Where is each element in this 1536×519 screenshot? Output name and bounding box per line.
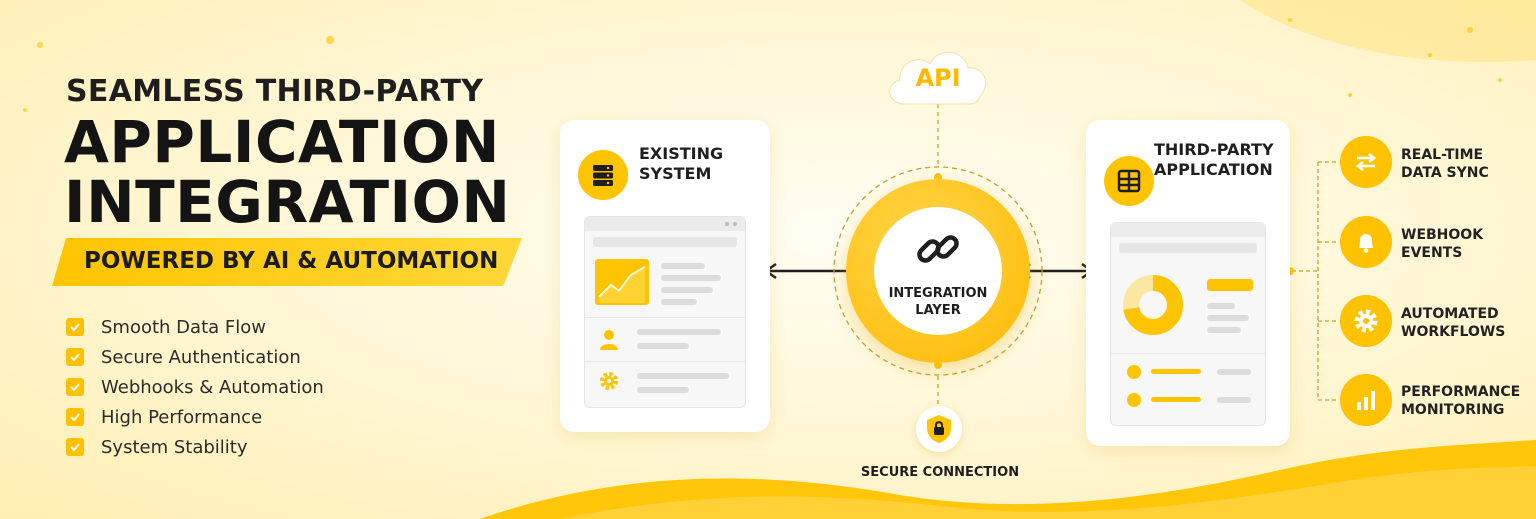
gear-icon — [597, 369, 621, 397]
feature-item: Smooth Data Flow — [66, 312, 324, 342]
integration-layer-ring: INTEGRATION LAYER — [846, 179, 1030, 363]
third-party-title-line-1: THIRD-PARTY — [1154, 140, 1274, 159]
app-window-mockup — [584, 216, 746, 408]
headline-line-1: APPLICATION — [64, 108, 500, 176]
check-icon — [66, 378, 84, 396]
api-cloud: API — [882, 44, 994, 106]
check-icon — [66, 348, 84, 366]
feature-item: System Stability — [66, 432, 324, 462]
third-party-title: THIRD-PARTY APPLICATION — [1154, 140, 1274, 180]
third-party-card: THIRD-PARTY APPLICATION — [1086, 120, 1290, 446]
sync-arrows-icon — [1340, 136, 1392, 188]
capability-label: AUTOMATED WORKFLOWS — [1401, 305, 1505, 341]
link-chain-icon — [914, 225, 962, 277]
capability-line-2: EVENTS — [1401, 245, 1463, 261]
feature-list: Smooth Data Flow Secure Authentication W… — [66, 312, 324, 462]
feature-item: High Performance — [66, 402, 324, 432]
capability-line-2: DATA SYNC — [1401, 165, 1489, 181]
bar-chart-icon — [1340, 374, 1392, 426]
headline-title: APPLICATION INTEGRATION — [64, 112, 510, 232]
headline-subtitle: SEAMLESS THIRD-PARTY — [66, 74, 484, 109]
feature-label: Smooth Data Flow — [101, 316, 266, 338]
ribbon-label: POWERED BY AI & AUTOMATION — [84, 248, 499, 274]
feature-label: System Stability — [101, 436, 248, 458]
capability-line-2: WORKFLOWS — [1401, 324, 1506, 340]
feature-label: Webhooks & Automation — [101, 376, 324, 398]
existing-title-line-1: EXISTING — [639, 144, 724, 163]
capability-line-1: PERFORMANCE — [1401, 384, 1521, 400]
user-icon — [597, 327, 621, 355]
dashboard-window-mockup — [1110, 222, 1266, 426]
existing-title-line-2: SYSTEM — [639, 164, 712, 183]
integration-line-2: LAYER — [915, 303, 961, 318]
api-label: API — [915, 64, 961, 92]
cloud-icon — [889, 52, 987, 105]
capability-label: REAL-TIME DATA SYNC — [1401, 146, 1489, 182]
server-icon — [578, 150, 628, 200]
capability-line-1: REAL-TIME — [1401, 147, 1484, 163]
shield-lock-icon — [927, 415, 951, 443]
feature-item: Secure Authentication — [66, 342, 324, 372]
check-icon — [66, 408, 84, 426]
existing-system-card: EXISTING SYSTEM — [560, 120, 770, 432]
headline-ribbon: POWERED BY AI & AUTOMATION — [52, 238, 522, 286]
feature-item: Webhooks & Automation — [66, 372, 324, 402]
capability-label: WEBHOOK EVENTS — [1401, 226, 1483, 262]
integration-layer-label: INTEGRATION LAYER — [874, 285, 1002, 319]
check-icon — [66, 318, 84, 336]
capability-label: PERFORMANCE MONITORING — [1401, 383, 1520, 419]
feature-label: High Performance — [101, 406, 263, 428]
capability-line-1: AUTOMATED — [1401, 306, 1499, 322]
check-icon — [66, 438, 84, 456]
integration-line-1: INTEGRATION — [888, 286, 988, 301]
bell-icon — [1340, 216, 1392, 268]
integration-layer-core: INTEGRATION LAYER — [874, 207, 1002, 335]
line-chart-icon — [595, 259, 649, 305]
secure-badge — [916, 406, 962, 452]
donut-chart-icon — [1121, 273, 1185, 341]
secure-connection-label: SECURE CONNECTION — [860, 465, 1020, 480]
capability-line-2: MONITORING — [1401, 402, 1505, 418]
gear-icon — [1340, 295, 1392, 347]
third-party-title-line-2: APPLICATION — [1154, 160, 1273, 179]
capability-line-1: WEBHOOK — [1401, 227, 1484, 243]
grid-app-icon — [1104, 156, 1154, 206]
feature-label: Secure Authentication — [101, 346, 301, 368]
headline-line-2: INTEGRATION — [64, 168, 511, 236]
existing-system-title: EXISTING SYSTEM — [639, 144, 723, 184]
